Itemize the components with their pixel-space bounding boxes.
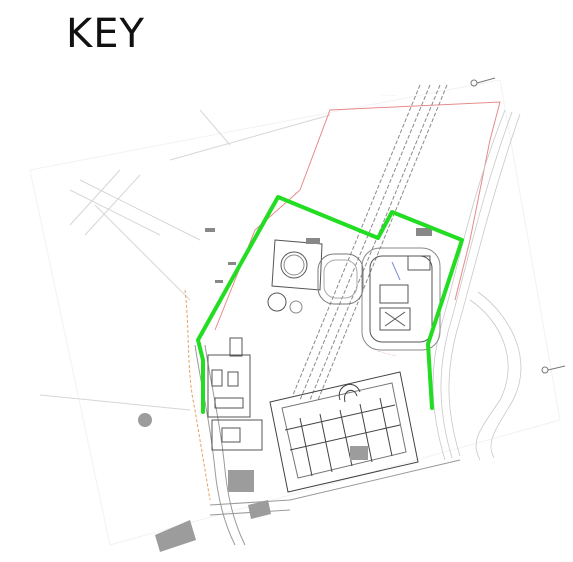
- context-roads: [39, 109, 331, 411]
- compound-red-label: — — — —: [377, 348, 397, 358]
- red-line-label: · · · · · ·: [382, 93, 396, 98]
- left-access-road: [194, 344, 246, 546]
- key-title: KEY: [66, 11, 145, 57]
- dashed-corridor: [292, 84, 448, 401]
- grey-circle-marker: [138, 413, 152, 427]
- north-arrow-icon: [470, 77, 566, 374]
- site-boundary-line: [196, 195, 464, 414]
- bottom-buildings: [155, 459, 461, 552]
- tank-compound: [267, 238, 323, 314]
- left-buildings: [207, 337, 263, 451]
- small-markers: [205, 228, 236, 283]
- switchyard: [269, 371, 419, 493]
- right-road-contours: [432, 109, 522, 461]
- racetrack: [317, 253, 364, 305]
- orange-line: [184, 289, 211, 501]
- converter-compound: [361, 228, 441, 351]
